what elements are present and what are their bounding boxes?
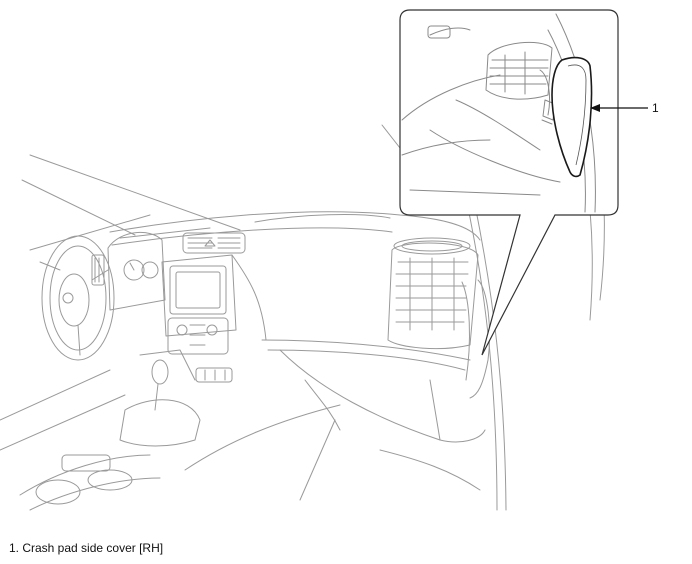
glovebox [262, 340, 485, 442]
callout-inset: 1 [400, 10, 659, 355]
legend-item: 1. Crash pad side cover [RH] [9, 541, 164, 555]
dashboard-top [110, 212, 480, 245]
callout-number: 1 [652, 101, 659, 115]
leader-arrow [590, 104, 648, 112]
instrument-cluster [108, 232, 165, 310]
side-vent [388, 238, 478, 349]
center-vents [183, 233, 245, 253]
gear-shifter [0, 350, 340, 510]
side-cover-small [462, 280, 490, 398]
crash-pad-side-cover [552, 58, 592, 177]
steering-wheel [40, 236, 114, 360]
dashboard-illustration: 1 [0, 0, 659, 520]
floor-lines [300, 420, 480, 500]
center-console [162, 255, 266, 354]
